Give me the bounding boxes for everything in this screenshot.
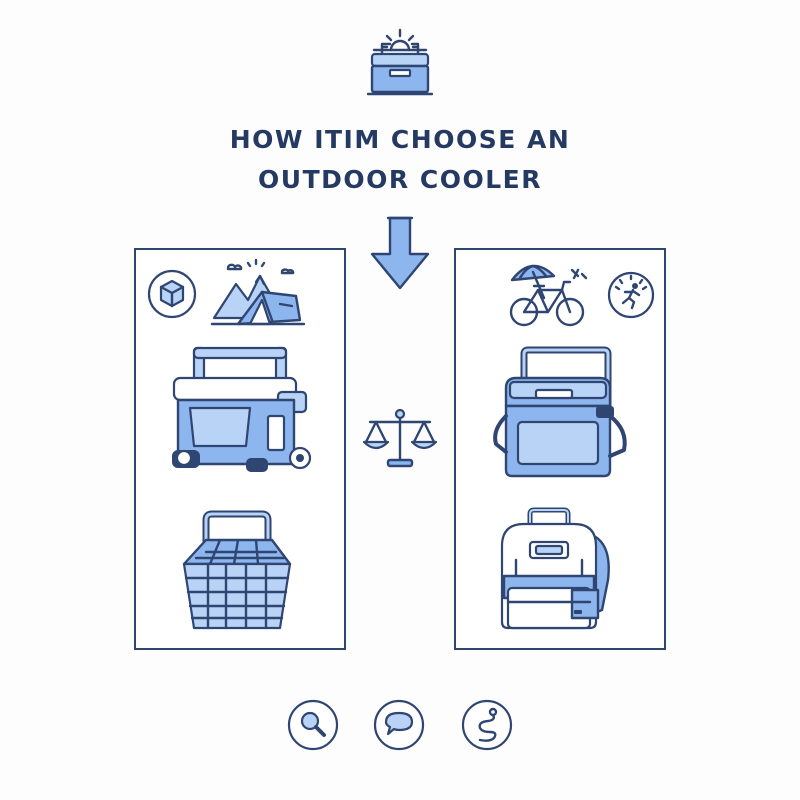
arrow-down-icon (368, 216, 432, 292)
cooler-sun-icon (360, 28, 440, 100)
wheeled-hard-cooler-icon (168, 346, 312, 480)
soft-shoulder-cooler-icon (488, 346, 636, 480)
search-icon[interactable] (286, 698, 340, 752)
balance-scale-icon (362, 408, 438, 470)
backpack-cooler-icon (494, 506, 616, 634)
runner-gauge-icon (606, 270, 656, 320)
route-icon[interactable] (460, 698, 514, 752)
picnic-basket-icon (176, 510, 298, 634)
mountain-tent-icon (210, 258, 306, 328)
title-line-1: HOW ITIM CHOOSE AN (229, 125, 571, 154)
title-line-2: OUTDOOR COOLER (258, 165, 542, 194)
page-title: HOW ITIM CHOOSE AN OUTDOOR COOLER (0, 120, 800, 200)
cube-icon (146, 268, 198, 320)
bicycle-umbrella-icon (504, 258, 596, 330)
chat-bubble-icon[interactable] (372, 698, 426, 752)
